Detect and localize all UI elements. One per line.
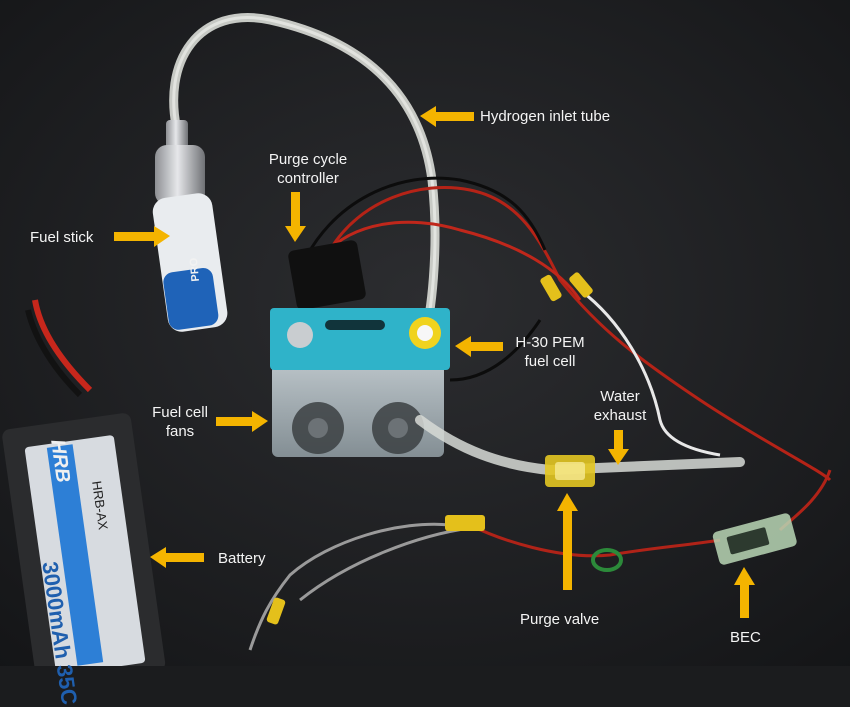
photo-scene (0, 0, 850, 666)
arrow-purge-controller (285, 192, 306, 242)
arrow-hydrogen (420, 106, 474, 127)
label-water-line1: Water (600, 388, 640, 405)
bec-module (712, 513, 797, 565)
arrow-fuel-stick (114, 226, 170, 247)
label-hydrogen-inlet: Hydrogen inlet tube (480, 108, 611, 125)
yellow-connector-3 (445, 515, 485, 531)
label-fuel-stick: Fuel stick (30, 229, 94, 246)
label-fans-line1: Fuel cell (152, 404, 208, 421)
grey-wires (248, 522, 471, 651)
battery-pack (2, 299, 166, 666)
label-purge-controller-line1: Purge cycle (268, 151, 348, 168)
exhaust-tube (415, 415, 745, 476)
controller-bracket (288, 240, 366, 310)
label-fans: Fuel cell fans (140, 403, 220, 441)
label-battery: Battery (218, 550, 266, 567)
label-bec: BEC (730, 629, 761, 646)
red-wire-2 (318, 220, 582, 301)
arrow-fans (216, 411, 268, 432)
battery-rating: 35C (51, 662, 83, 707)
red-wire-1 (328, 186, 832, 482)
label-pem-line1: H-30 PEM (515, 334, 585, 351)
label-water-line2: exhaust (593, 407, 647, 424)
arrow-pem (455, 336, 503, 357)
label-purge-controller-line2: controller (277, 170, 339, 187)
arrow-purge-valve (557, 493, 578, 590)
arrow-battery (150, 547, 204, 568)
fuel-stick (152, 120, 228, 332)
black-wire-2 (449, 319, 542, 382)
yellow-connector-1 (540, 274, 562, 302)
label-purge-valve: Purge valve (520, 611, 600, 628)
yellow-connector-4 (266, 597, 286, 625)
label-pem: H-30 PEM fuel cell (505, 333, 595, 371)
arrow-water (608, 430, 629, 465)
label-fans-line2: fans (165, 423, 195, 440)
annotation-arrows (114, 106, 755, 618)
label-pem-line2: fuel cell (524, 353, 576, 370)
arrow-bec (734, 567, 755, 618)
fuel-stick-print: PRO (187, 257, 202, 282)
ferrite-loop (591, 548, 623, 572)
black-wire-1 (298, 176, 547, 271)
label-water-exhaust: Water exhaust (585, 387, 655, 425)
yellow-connector-2 (569, 272, 593, 298)
white-wire (579, 288, 721, 457)
fuel-cell-stack (270, 308, 450, 457)
label-purge-controller: Purge cycle controller (258, 150, 358, 188)
